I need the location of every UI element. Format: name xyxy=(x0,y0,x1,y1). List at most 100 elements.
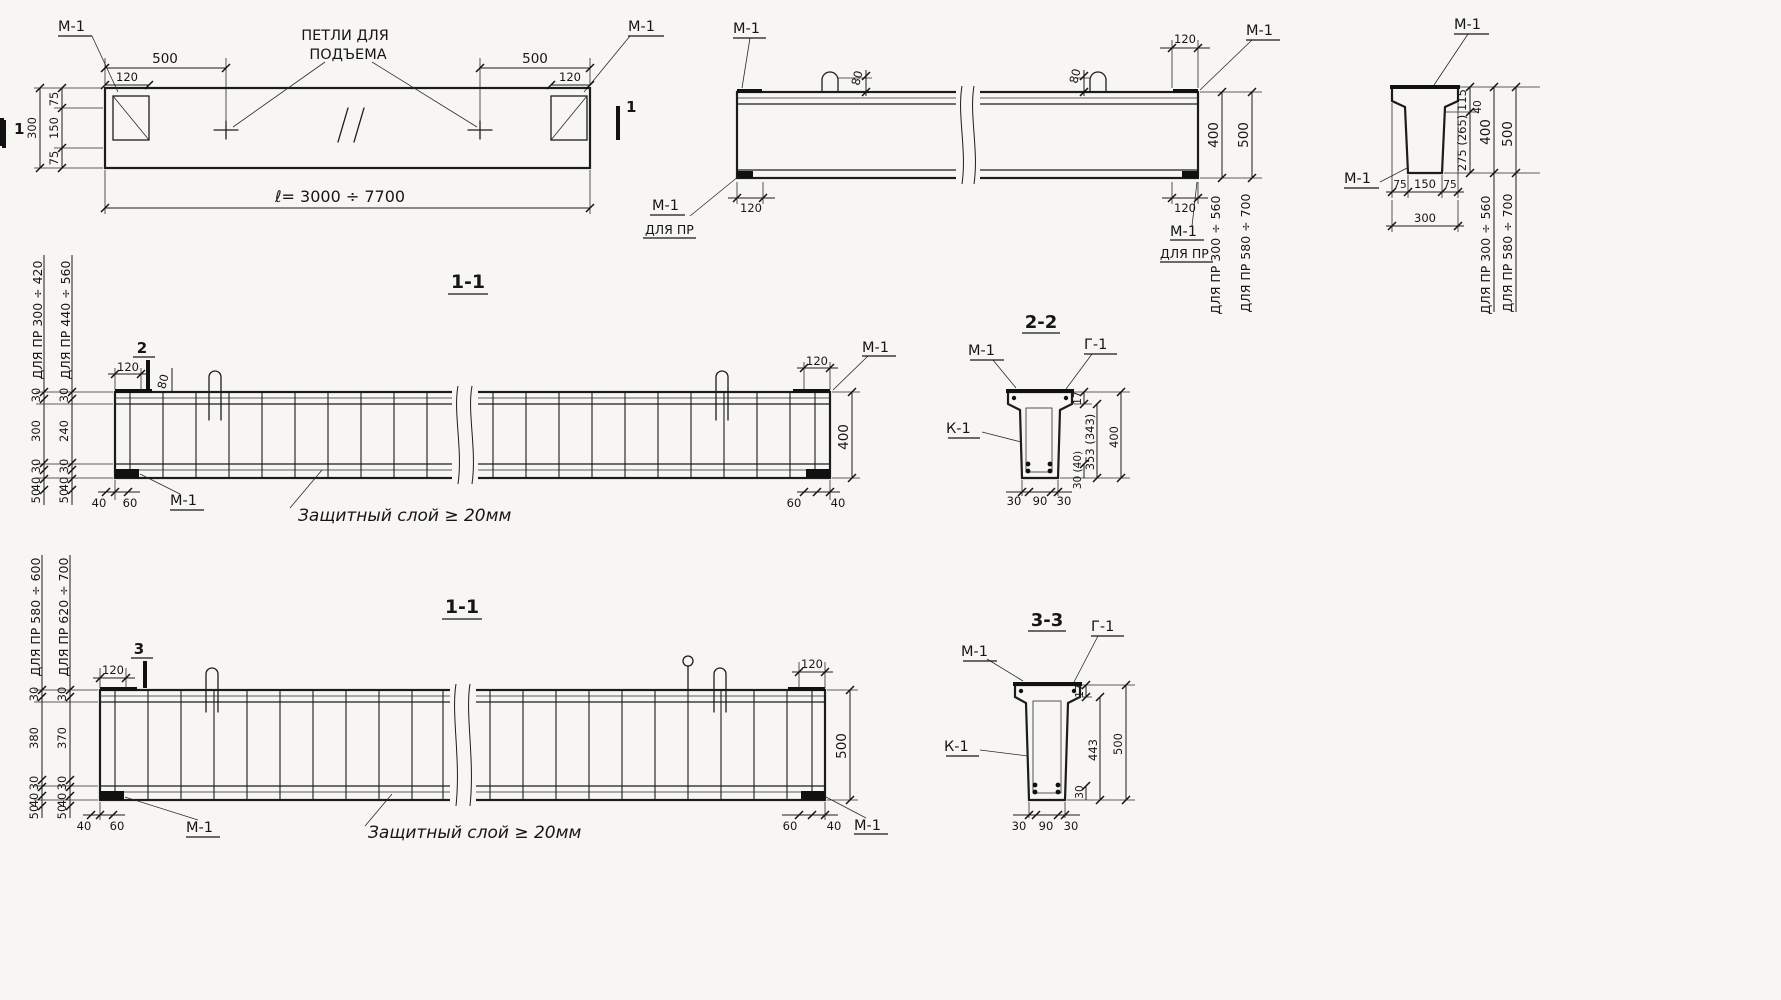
s11b-cover-note: Защитный слой ≥ 20мм xyxy=(368,823,581,843)
s33-m1-label: М-1 xyxy=(961,644,988,660)
section-1-1-top: 1-1 2 120 80 120 М-1 ДЛЯ ПР 300 ÷ 420 ДЛ… xyxy=(29,255,896,526)
s11t-m1-top-right-label: М-1 xyxy=(862,340,889,356)
s11b-chain-a-0: 30 xyxy=(27,687,41,702)
elevation-dim-120-bottom-left: 120 xyxy=(740,201,762,215)
s11t-chain-a-3: 40 xyxy=(29,477,43,492)
plan-dim-300: 300 xyxy=(25,117,39,139)
elevation-m1-bottom-right-label: М-1 xyxy=(1170,224,1197,240)
s11t-dim-120-left: 120 xyxy=(117,360,139,374)
plan-dim-500-left: 500 xyxy=(152,51,178,67)
section-3-3-title: 3-3 xyxy=(1031,610,1064,631)
end-section-dim-75-left: 75 xyxy=(1393,179,1406,191)
s11b-chain-b-1: 370 xyxy=(55,727,69,749)
loop-ring-detail xyxy=(682,655,694,667)
elevation-dim-80-right: 80 xyxy=(1066,67,1083,85)
elevation-dlya-pr-bottom-right: ДЛЯ ПР xyxy=(1160,246,1209,261)
s22-g1-label: Г-1 xyxy=(1084,337,1107,353)
plan-lifting-loops-label-2: ПОДЪЕМА xyxy=(309,47,386,63)
end-section-dim-40: 40 xyxy=(1472,100,1484,113)
s22-dim-90: 90 xyxy=(1033,494,1048,508)
s33-dim-443: 443 xyxy=(1086,739,1100,761)
plan-dim-75-top: 75 xyxy=(47,92,61,107)
s11t-chain-b-0: 30 xyxy=(57,388,71,403)
section-2-2: 2-2 М-1 Г-1 К-1 17 353 (343) 400 30 (40)… xyxy=(946,312,1130,508)
plan-view: М-1 М-1 500 120 ПЕТЛИ ДЛЯ ПОДЪЕМА 500 12… xyxy=(0,19,664,214)
s22-dim-30-left: 30 xyxy=(1007,494,1022,508)
s11t-dim-40-left: 40 xyxy=(92,496,107,510)
s11b-dim-120-right: 120 xyxy=(801,657,823,671)
end-section-range-500: ДЛЯ ПР 580 ÷ 700 xyxy=(1500,194,1515,313)
s11t-chain-a-4: 50 xyxy=(29,489,43,504)
section-2-2-title: 2-2 xyxy=(1025,312,1058,333)
s11b-m1-bottom-right-label: М-1 xyxy=(854,818,881,834)
s33-dim-500: 500 xyxy=(1111,733,1125,755)
s11t-chain-b-2: 30 xyxy=(57,459,71,474)
s11t-chain-a-0: 30 xyxy=(29,388,43,403)
s11b-chain-b-2: 30 xyxy=(55,776,69,791)
end-section-dim-150: 150 xyxy=(1414,177,1436,191)
s11t-dim-60-left: 60 xyxy=(123,496,138,510)
s22-dim-400: 400 xyxy=(1107,426,1121,448)
elevation-range-500: ДЛЯ ПР 580 ÷ 700 xyxy=(1238,194,1253,313)
plan-dim-150: 150 xyxy=(47,117,61,139)
end-section-m1-top-label: М-1 xyxy=(1454,17,1481,33)
s11t-dim-80: 80 xyxy=(154,373,171,391)
elevation-m1-top-right-label: М-1 xyxy=(1246,23,1273,39)
s11b-chain-a-3: 40 xyxy=(27,793,41,808)
plan-dim-120-right: 120 xyxy=(559,70,581,84)
s22-k1-label: К-1 xyxy=(946,421,971,437)
stirrups-top-beam xyxy=(129,392,816,478)
plan-dim-500-right: 500 xyxy=(522,51,548,67)
section-1-1-bottom: 1-1 3 120 120 ДЛЯ ПР 580 ÷ 600 ДЛЯ ПР 62… xyxy=(27,555,888,843)
s11b-range-a: ДЛЯ ПР 580 ÷ 600 xyxy=(28,558,43,677)
s11b-dim-60-right: 60 xyxy=(783,819,798,833)
plan-section-mark-left: 1 xyxy=(14,120,24,138)
lifting-loops-bottom-beam xyxy=(205,667,727,713)
plan-m1-right-label: М-1 xyxy=(628,19,655,35)
s11t-chain-a-2: 30 xyxy=(29,459,43,474)
elevation-dim-120-top: 120 xyxy=(1174,32,1196,46)
s22-dim-17: 17 xyxy=(1072,391,1084,404)
plan-m1-left-label: М-1 xyxy=(58,19,85,35)
s11t-chain-b-1: 240 xyxy=(57,420,71,442)
end-section-range-400: ДЛЯ ПР 300 ÷ 560 xyxy=(1478,196,1493,315)
stirrups-bottom-beam xyxy=(114,690,813,800)
s22-dim-353: 353 (343) xyxy=(1083,414,1097,471)
s22-m1-label: М-1 xyxy=(968,343,995,359)
s33-dim-30-left: 30 xyxy=(1012,819,1027,833)
s11b-chain-a-4: 50 xyxy=(27,805,41,820)
s11t-range-a: ДЛЯ ПР 300 ÷ 420 xyxy=(30,261,45,380)
s11t-chain-b-3: 40 xyxy=(57,477,71,492)
s11b-m1-bottom-left-label: М-1 xyxy=(186,820,213,836)
lifting-loops-top-beam xyxy=(208,370,729,421)
elevation-view: М-1 М-1 80 80 120 М-1 ДЛЯ ПР 120 120 М-1… xyxy=(643,21,1280,314)
elevation-dlya-pr-bottom-left: ДЛЯ ПР xyxy=(645,222,694,237)
s11b-chain-b-3: 40 xyxy=(55,793,69,808)
s33-dim-30-right: 30 xyxy=(1064,819,1079,833)
s33-dim-90: 90 xyxy=(1039,819,1054,833)
s33-dim-30-bottom: 30 xyxy=(1074,785,1086,798)
s11b-dim-40-right: 40 xyxy=(827,819,842,833)
s33-k1-label: К-1 xyxy=(944,739,969,755)
s11t-chain-b-4: 50 xyxy=(57,489,71,504)
s33-dim-17: 17 xyxy=(1074,684,1086,697)
section-3-3: 3-3 М-1 Г-1 К-1 17 443 500 30 30 90 30 xyxy=(944,610,1135,833)
s11b-dim-500: 500 xyxy=(834,733,850,759)
elevation-dim-500: 500 xyxy=(1236,122,1252,148)
s11t-dim-400: 400 xyxy=(836,424,852,450)
s11b-range-b: ДЛЯ ПР 620 ÷ 700 xyxy=(56,558,71,677)
section-1-1-top-cut-flag: 2 xyxy=(137,339,147,357)
s11b-chain-b-0: 30 xyxy=(55,687,69,702)
section-1-1-bottom-cut-flag: 3 xyxy=(134,640,144,658)
s11b-chain-a-1: 380 xyxy=(27,727,41,749)
plan-lifting-loops-label-1: ПЕТЛИ ДЛЯ xyxy=(301,28,389,44)
s11t-range-b: ДЛЯ ПР 440 ÷ 560 xyxy=(58,261,73,380)
plan-length-dim: ℓ= 3000 ÷ 7700 xyxy=(274,187,405,206)
elevation-range-400: ДЛЯ ПР 300 ÷ 560 xyxy=(1208,196,1223,315)
end-section-dim-500: 500 xyxy=(1500,121,1516,147)
s11b-dim-60-left: 60 xyxy=(110,819,125,833)
end-section-m1-left-label: М-1 xyxy=(1344,171,1371,187)
end-section-dim-275: 275 (265) xyxy=(1455,115,1469,172)
